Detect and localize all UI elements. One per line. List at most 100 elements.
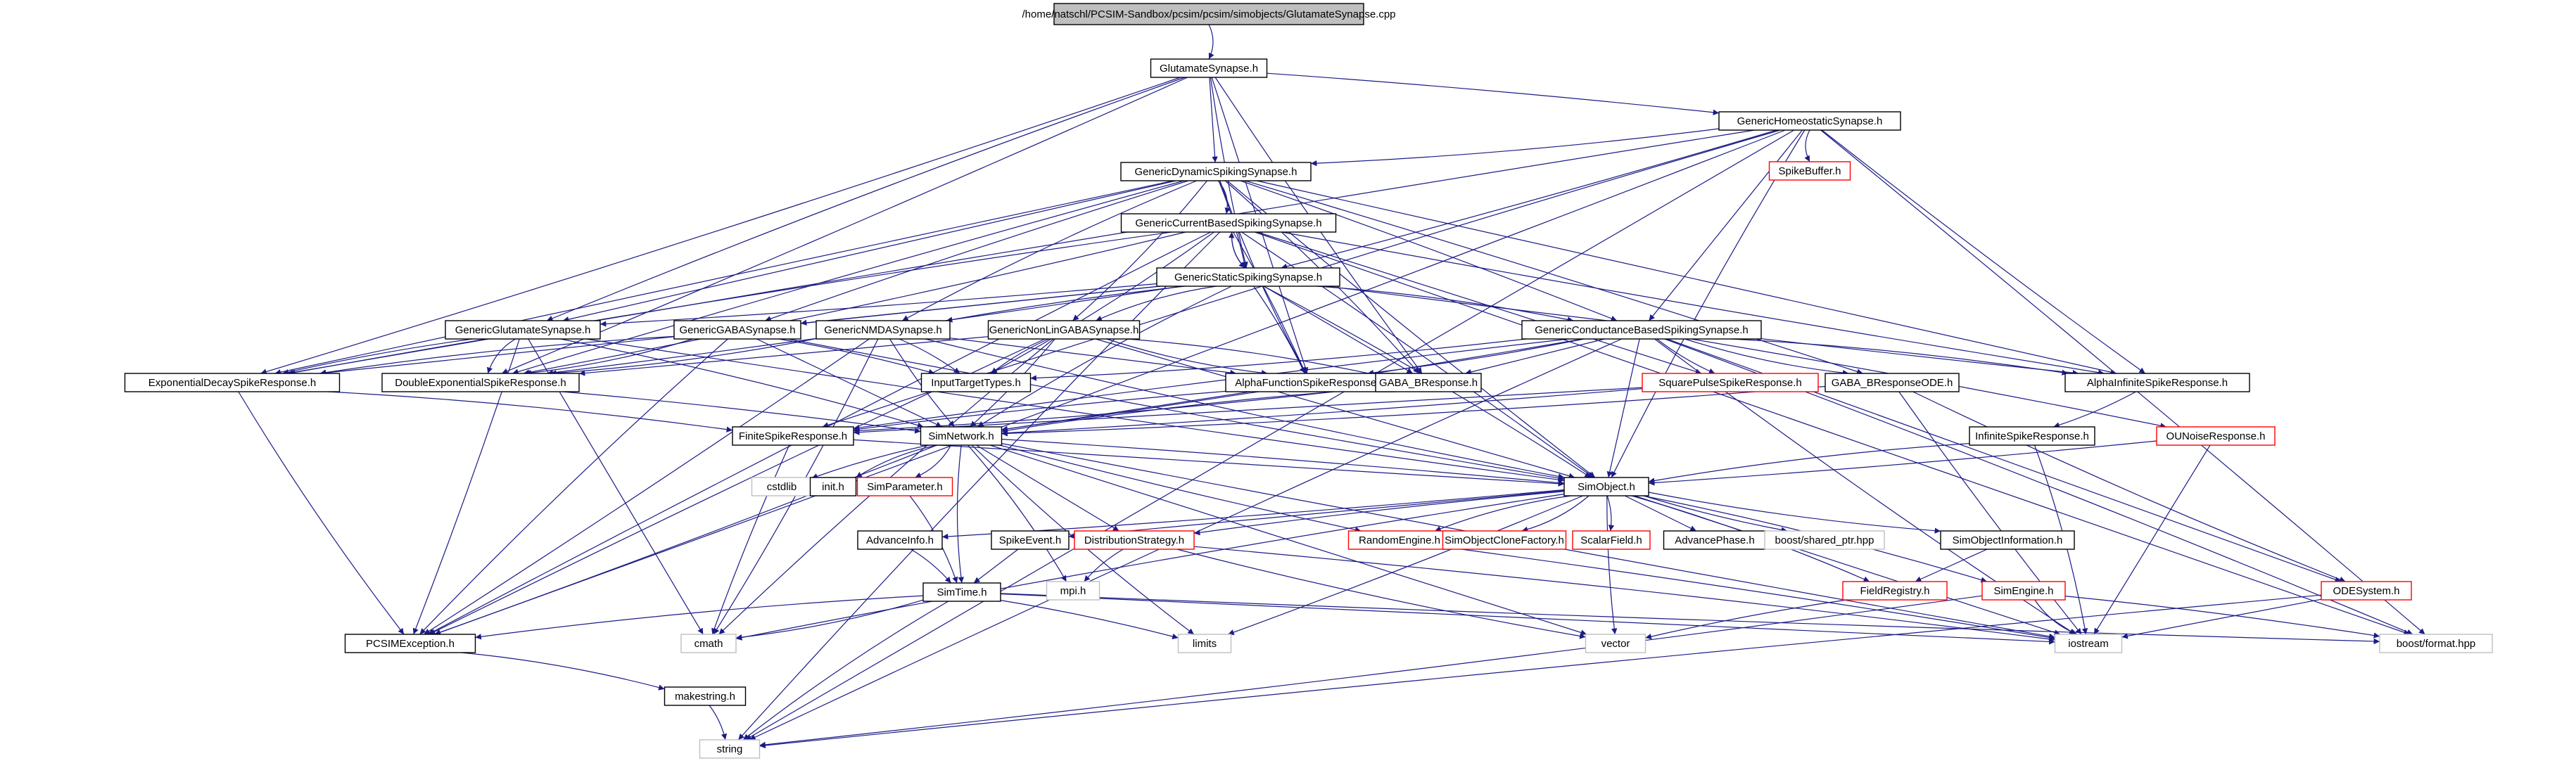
node-box-freg <box>1842 581 1948 601</box>
node-box-ggab <box>673 320 801 340</box>
node-dist[interactable]: DistributionStrategy.h <box>1074 530 1195 550</box>
node-label-sclo: SimObjectCloneFactory.h <box>1445 534 1564 546</box>
node-box-root <box>1053 3 1364 25</box>
edge-stim-to-pexc <box>475 595 924 640</box>
node-snet[interactable]: SimNetwork.h <box>920 426 1003 446</box>
node-glut[interactable]: GlutamateSynapse.h <box>1150 58 1268 78</box>
edge-gnmd-to-dexp <box>550 338 817 376</box>
node-aph[interactable]: AdvancePhase.h <box>1663 530 1767 550</box>
edge-adv-to-stim <box>911 549 951 584</box>
edge-gnmd-to-inpt <box>899 338 960 374</box>
node-stim[interactable]: SimTime.h <box>922 582 1001 602</box>
node-inth[interactable]: init.h <box>809 477 857 496</box>
node-sqp[interactable]: SquarePulseSpikeResponse.h <box>1642 373 1819 392</box>
node-pexc[interactable]: PCSIMException.h <box>344 634 476 653</box>
node-sev[interactable]: SpikeEvent.h <box>991 530 1070 550</box>
node-label-dexp: DoubleExponentialSpikeResponse.h <box>395 377 566 389</box>
node-sinf[interactable]: SimObjectInformation.h <box>1940 530 2075 550</box>
node-label-vec: vector <box>1601 638 1630 650</box>
node-label-snet: SimNetwork.h <box>928 430 994 442</box>
node-ggab[interactable]: GenericGABASynapse.h <box>673 320 801 340</box>
node-box-gcon <box>1521 320 1762 340</box>
node-box-gnmd <box>816 320 951 340</box>
node-gabb[interactable]: GABA_BResponse.h <box>1375 373 1482 392</box>
node-sfld[interactable]: ScalarField.h <box>1572 530 1651 550</box>
node-box-sclo <box>1442 530 1567 550</box>
node-mks[interactable]: makestring.h <box>664 686 747 706</box>
node-gcur[interactable]: GenericCurrentBasedSpikingSynapse.h <box>1120 213 1337 233</box>
edge-glut-to-ghom <box>1267 72 1720 115</box>
edge-gsta-to-gnmd <box>946 286 1186 323</box>
edge-odes-to-ios <box>2121 598 2322 639</box>
node-gnmd[interactable]: GenericNMDASynapse.h <box>816 320 951 340</box>
node-box-vec <box>1585 634 1647 653</box>
edge-ghom-to-alin <box>1821 129 2146 374</box>
edge-gglu-to-snet <box>560 338 924 428</box>
node-expd[interactable]: ExponentialDecaySpikeResponse.h <box>124 373 341 392</box>
node-inpt[interactable]: InputTargetTypes.h <box>920 373 1032 392</box>
edge-snet-to-cstd <box>811 444 929 480</box>
node-gglu[interactable]: GenericGlutamateSynapse.h <box>445 320 601 340</box>
edge-odes-to-str <box>759 594 2322 749</box>
edge-gglu-to-expd <box>282 338 473 376</box>
node-box-dexp <box>381 373 580 392</box>
node-box-sqp <box>1642 373 1819 392</box>
node-label-sinf: SimObjectInformation.h <box>1953 534 2063 546</box>
node-box-gcur <box>1120 213 1337 233</box>
node-freg[interactable]: FieldRegistry.h <box>1842 581 1948 601</box>
edge-gglu-to-dexp <box>486 338 516 374</box>
node-root[interactable]: /home/natschl/PCSIM-Sandbox/pcsim/pcsim/… <box>1022 3 1396 25</box>
node-alin[interactable]: AlphaInfiniteSpikeResponse.h <box>2064 373 2250 392</box>
node-box-pexc <box>344 634 476 653</box>
edge-fin-to-sobj <box>853 439 1565 487</box>
node-label-aph: AdvancePhase.h <box>1675 534 1754 546</box>
node-sclo[interactable]: SimObjectCloneFactory.h <box>1442 530 1567 550</box>
node-odes[interactable]: ODESystem.h <box>2321 581 2412 601</box>
node-sobj[interactable]: SimObject.h <box>1563 477 1649 496</box>
node-label-sfld: ScalarField.h <box>1580 534 1642 546</box>
edge-ghom-to-gdyn <box>1310 128 1720 167</box>
node-box-inpt <box>920 373 1032 392</box>
node-gdyn[interactable]: GenericDynamicSpikingSynapse.h <box>1120 162 1312 181</box>
edge-sobj-to-sfld <box>1606 495 1615 532</box>
node-cmth: cmath <box>680 634 737 653</box>
node-label-gnlg: GenericNonLinGABASynapse.h <box>989 324 1139 336</box>
node-label-inth: init.h <box>822 481 844 493</box>
edge-fin-to-cmth <box>711 444 790 635</box>
node-spar[interactable]: SimParameter.h <box>856 477 953 496</box>
node-alph[interactable]: AlphaFunctionSpikeResponse.h <box>1225 373 1395 392</box>
edge-ghom-to-pexc <box>434 129 1786 636</box>
edge-inf-to-sobj <box>1648 443 1970 484</box>
node-label-sev: SpikeEvent.h <box>999 534 1061 546</box>
node-box-adv <box>857 530 943 550</box>
edge-gnlg-to-alph <box>1106 338 1268 376</box>
node-dexp[interactable]: DoubleExponentialSpikeResponse.h <box>381 373 580 392</box>
node-oun[interactable]: OUNoiseResponse.h <box>2156 426 2276 446</box>
edge-alph-to-snet <box>1001 391 1251 432</box>
node-str: string <box>699 739 761 759</box>
node-fin[interactable]: FiniteSpikeResponse.h <box>732 426 854 446</box>
node-sbuf[interactable]: SpikeBuffer.h <box>1768 161 1851 181</box>
edge-seng-to-ios <box>2034 599 2078 635</box>
edge-gcon-to-gabo <box>1684 338 1849 376</box>
edge-snet-to-pexc <box>434 444 937 636</box>
node-gabo[interactable]: GABA_BResponseODE.h <box>1825 373 1960 392</box>
node-gsta[interactable]: GenericStaticSpikingSynapse.h <box>1156 267 1340 287</box>
edge-snet-to-spar <box>915 444 952 478</box>
edge-gnlg-to-gabb <box>1127 338 1376 377</box>
node-gcon[interactable]: GenericConductanceBasedSpikingSynapse.h <box>1521 320 1762 340</box>
edge-gnmd-to-pexc <box>424 338 870 635</box>
edge-sobj-to-sclo <box>1521 495 1590 532</box>
node-seng[interactable]: SimEngine.h <box>1981 581 2066 601</box>
node-gnlg[interactable]: GenericNonLinGABASynapse.h <box>987 320 1141 340</box>
node-ghom[interactable]: GenericHomeostaticSynapse.h <box>1718 111 1901 131</box>
node-inf[interactable]: InfiniteSpikeResponse.h <box>1969 426 2095 446</box>
node-reng[interactable]: RandomEngine.h <box>1347 530 1452 550</box>
edge-stim-to-str <box>742 601 949 741</box>
edge-gsta-to-gcur <box>1228 231 1245 269</box>
node-box-gglu <box>445 320 601 340</box>
edge-stim-to-ios <box>1000 593 2055 645</box>
node-label-pexc: PCSIMException.h <box>366 638 455 650</box>
node-adv[interactable]: AdvanceInfo.h <box>857 530 943 550</box>
